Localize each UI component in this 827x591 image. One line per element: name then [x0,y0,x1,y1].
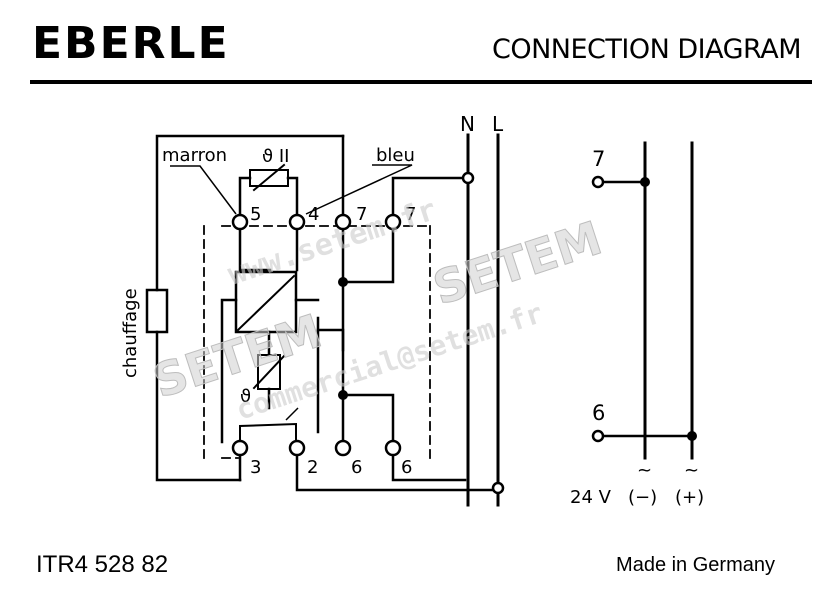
supply-voltage-label: 24 V [570,487,612,508]
terminal-4 [288,213,306,231]
junction-dot [338,390,348,400]
terminal-label: 6 [401,457,412,478]
relay-coil [234,270,298,334]
terminal-label: 7 [356,204,367,225]
rail-n-junction [461,171,475,185]
terminal-label: 2 [307,457,318,478]
supply-tilde-minus: ~ [637,460,652,481]
supply-minus-label: (−) [628,487,657,508]
terminal-7b [384,213,402,231]
watermark: SETEM SETEM www.setem.fr commercial@sete… [146,192,608,426]
wire-label-bleu: bleu [376,145,415,166]
terminal-6b [384,439,402,457]
terminal-right-7 [591,175,605,189]
supply-tilde-plus: ~ [684,460,699,481]
case-outline [203,225,431,459]
origin-label: Made in Germany [616,554,775,576]
terminal-label: 3 [250,457,261,478]
wire-label-marron: marron [162,145,227,166]
rail-label-n: N [460,112,475,136]
junction-dot [687,431,697,441]
brand-logo: EBERLE [32,18,230,69]
terminal-label: 4 [308,204,319,225]
terminal-7a [334,213,352,231]
terminal-label: 6 [351,457,362,478]
junction-dot [640,177,650,187]
heater-element [145,288,169,334]
junction-dot [338,277,348,287]
sensor-top [249,169,289,187]
terminal-label: 7 [405,204,416,225]
terminal-right-6 [591,429,605,443]
header-rule [30,80,812,84]
watermark-brand: SETEM [427,211,608,316]
sensor-label-top: ϑ II [262,146,289,167]
page-title: CONNECTION DIAGRAM [491,34,802,65]
terminal-3 [231,439,249,457]
heater-loop-wire [155,134,345,292]
sensor-label-bottom: ϑ [240,386,251,407]
right-terminal-label-7: 7 [592,147,605,171]
terminal-2 [288,439,306,457]
load-label: chauffage [120,288,141,378]
model-number: ITR4 528 82 [36,551,169,578]
terminal-6a [334,439,352,457]
terminal-label: 5 [250,204,261,225]
supply-plus-label: (+) [675,487,704,508]
right-terminal-label-6: 6 [592,401,605,425]
rail-l-junction [491,481,505,495]
terminal-5 [231,213,249,231]
rail-label-l: L [492,112,504,136]
